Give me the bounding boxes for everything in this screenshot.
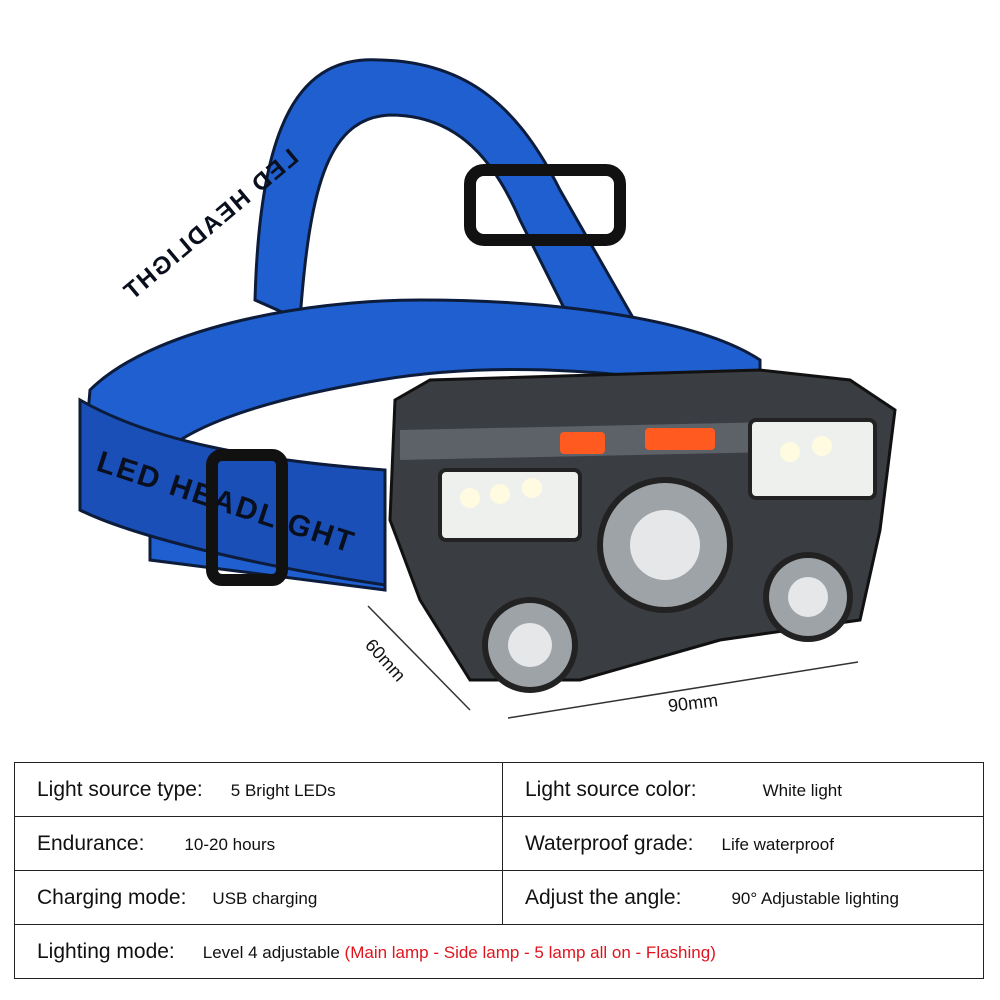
spec-label: Lighting mode: [37, 939, 175, 963]
headband-strap: LED HEADLIGHT LED HEADLIGHT [78, 58, 762, 592]
table-row: Light source type: 5 Bright LEDs Light so… [14, 762, 984, 817]
spec-label: Waterproof grade: [525, 831, 694, 855]
spec-cell: Endurance: 10-20 hours [14, 816, 503, 871]
table-row: Lighting mode: Level 4 adjustable (Main l… [14, 924, 984, 979]
power-button [645, 428, 715, 450]
spec-label: Light source color: [525, 777, 697, 801]
mode-button [560, 432, 605, 454]
spec-value: 5 Bright LEDs [230, 780, 336, 800]
dimension-lines [367, 605, 859, 719]
spec-value: White light [762, 780, 842, 800]
spec-value: 90° Adjustable lighting [731, 888, 899, 908]
spec-label: Light source type: [37, 777, 203, 801]
spec-table: Light source type: 5 Bright LEDs Light so… [14, 762, 984, 979]
spec-label: Adjust the angle: [525, 885, 682, 909]
table-row: Charging mode: USB charging Adjust the an… [14, 870, 984, 925]
spec-cell: Adjust the angle: 90° Adjustable lighting [502, 870, 984, 925]
spec-label: Endurance: [37, 831, 145, 855]
spec-cell: Light source color: White light [502, 762, 984, 817]
headlamp-body [388, 368, 897, 693]
spec-cell: Charging mode: USB charging [14, 870, 503, 925]
spec-cell: Light source type: 5 Bright LEDs [14, 762, 503, 817]
lighting-mode-cell: Lighting mode: Level 4 adjustable (Main l… [14, 924, 984, 979]
side-led-panel-left [438, 468, 582, 542]
spec-cell: Waterproof grade: Life waterproof [502, 816, 984, 871]
headlamp-product-image: LED HEADLIGHT LED HEADLIGHT [78, 58, 897, 719]
spec-value: Life waterproof [721, 834, 834, 854]
spec-value: 10-20 hours [184, 834, 276, 854]
spec-label: Charging mode: [37, 885, 187, 909]
spec-value: Level 4 adjustable [202, 942, 340, 962]
side-led-panel-right [748, 418, 877, 500]
table-row: Endurance: 10-20 hours Waterproof grade: L… [14, 816, 984, 871]
lighting-mode-detail: (Main lamp - Side lamp - 5 lamp all on -… [344, 942, 716, 962]
spec-value: USB charging [212, 888, 318, 908]
